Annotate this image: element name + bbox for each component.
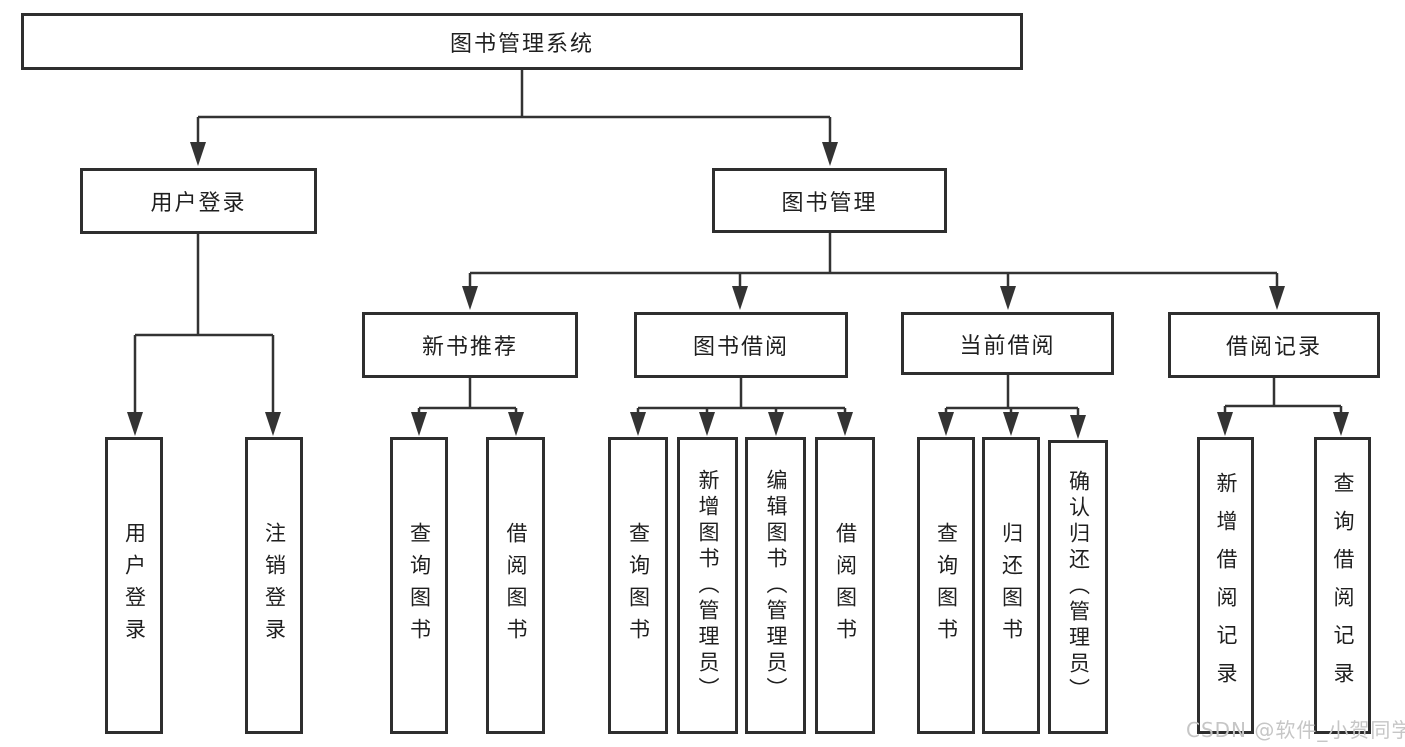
leaf-query-borrow-record-label: 查询借阅记录 [1331, 471, 1355, 700]
node-book-management: 图书管理 [712, 168, 947, 233]
leaf-edit-books-admin-label: 编辑图书（管理员） [764, 468, 788, 703]
arrowhead [265, 412, 281, 436]
node-new-book-recommend-label: 新书推荐 [421, 335, 518, 360]
node-library-system: 图书管理系统 [21, 13, 1023, 70]
leaf-user-login-label: 用户登录 [122, 521, 147, 650]
arrowhead [1070, 415, 1086, 439]
leaf-add-borrow-record: 新增借阅记录 [1197, 437, 1254, 734]
node-borrow-records-label: 借阅记录 [1225, 335, 1322, 360]
leaf-query-borrow-record: 查询借阅记录 [1314, 437, 1371, 734]
leaf-add-borrow-record-label: 新增借阅记录 [1214, 471, 1238, 700]
arrowhead [822, 142, 838, 166]
connector-recommend-to-children [417, 378, 518, 422]
leaf-return-books: 归还图书 [982, 437, 1040, 734]
node-user-login: 用户登录 [80, 168, 317, 234]
leaf-borrow-books-recommend: 借阅图书 [486, 437, 545, 734]
leaf-query-books-borrow-label: 查询图书 [626, 521, 651, 650]
arrowhead [1269, 286, 1285, 310]
arrowhead [462, 286, 478, 310]
connector-borrow-to-children [636, 378, 847, 422]
node-book-management-label: 图书管理 [781, 190, 878, 216]
leaf-logout: 注销登录 [245, 437, 303, 734]
node-book-borrow-label: 图书借阅 [692, 335, 789, 360]
leaf-confirm-return-admin-label: 确认归还（管理员） [1066, 470, 1091, 704]
arrowhead [837, 412, 853, 436]
arrowhead [630, 412, 646, 436]
connector-user-login-to-children [133, 234, 275, 422]
arrowhead [1217, 412, 1233, 436]
node-new-book-recommend: 新书推荐 [362, 312, 578, 378]
arrowhead [732, 286, 748, 310]
leaf-query-books-current: 查询图书 [917, 437, 975, 734]
leaf-edit-books-admin: 编辑图书（管理员） [745, 437, 806, 734]
arrowhead [411, 412, 427, 436]
connector-book-mgmt-to-sections [468, 233, 1279, 296]
leaf-user-login: 用户登录 [105, 437, 163, 734]
node-borrow-records: 借阅记录 [1168, 312, 1380, 378]
node-book-borrow: 图书借阅 [634, 312, 848, 378]
arrowhead [508, 412, 524, 436]
arrowhead [1003, 412, 1019, 436]
arrowhead [127, 412, 143, 436]
leaf-borrow-books-recommend-label: 借阅图书 [504, 521, 528, 650]
arrowhead [768, 412, 784, 436]
leaf-borrow-books-label: 借阅图书 [833, 521, 858, 650]
node-user-login-label: 用户登录 [150, 191, 247, 216]
leaf-return-books-label: 归还图书 [999, 521, 1024, 650]
leaf-borrow-books: 借阅图书 [815, 437, 875, 734]
leaf-logout-label: 注销登录 [262, 521, 287, 650]
node-current-borrow: 当前借阅 [901, 312, 1114, 375]
arrowhead [938, 412, 954, 436]
leaf-add-books-admin-label: 新增图书（管理员） [696, 468, 720, 703]
connector-records-to-children [1223, 378, 1343, 422]
arrowhead [1333, 412, 1349, 436]
leaf-query-books-current-label: 查询图书 [934, 521, 959, 650]
leaf-confirm-return-admin: 确认归还（管理员） [1048, 440, 1108, 734]
arrowhead [190, 142, 206, 166]
connector-root-to-level2 [196, 70, 832, 150]
node-current-borrow-label: 当前借阅 [959, 333, 1056, 359]
leaf-query-books-recommend-label: 查询图书 [407, 521, 432, 650]
node-library-system-label: 图书管理系统 [449, 31, 594, 57]
arrowhead [699, 412, 715, 436]
leaf-add-books-admin: 新增图书（管理员） [677, 437, 738, 734]
leaf-query-books-borrow: 查询图书 [608, 437, 668, 734]
arrowhead [1000, 286, 1016, 310]
leaf-query-books-recommend: 查询图书 [390, 437, 448, 734]
csdn-watermark: CSDN @软件_小贺同学 [1186, 718, 1405, 742]
